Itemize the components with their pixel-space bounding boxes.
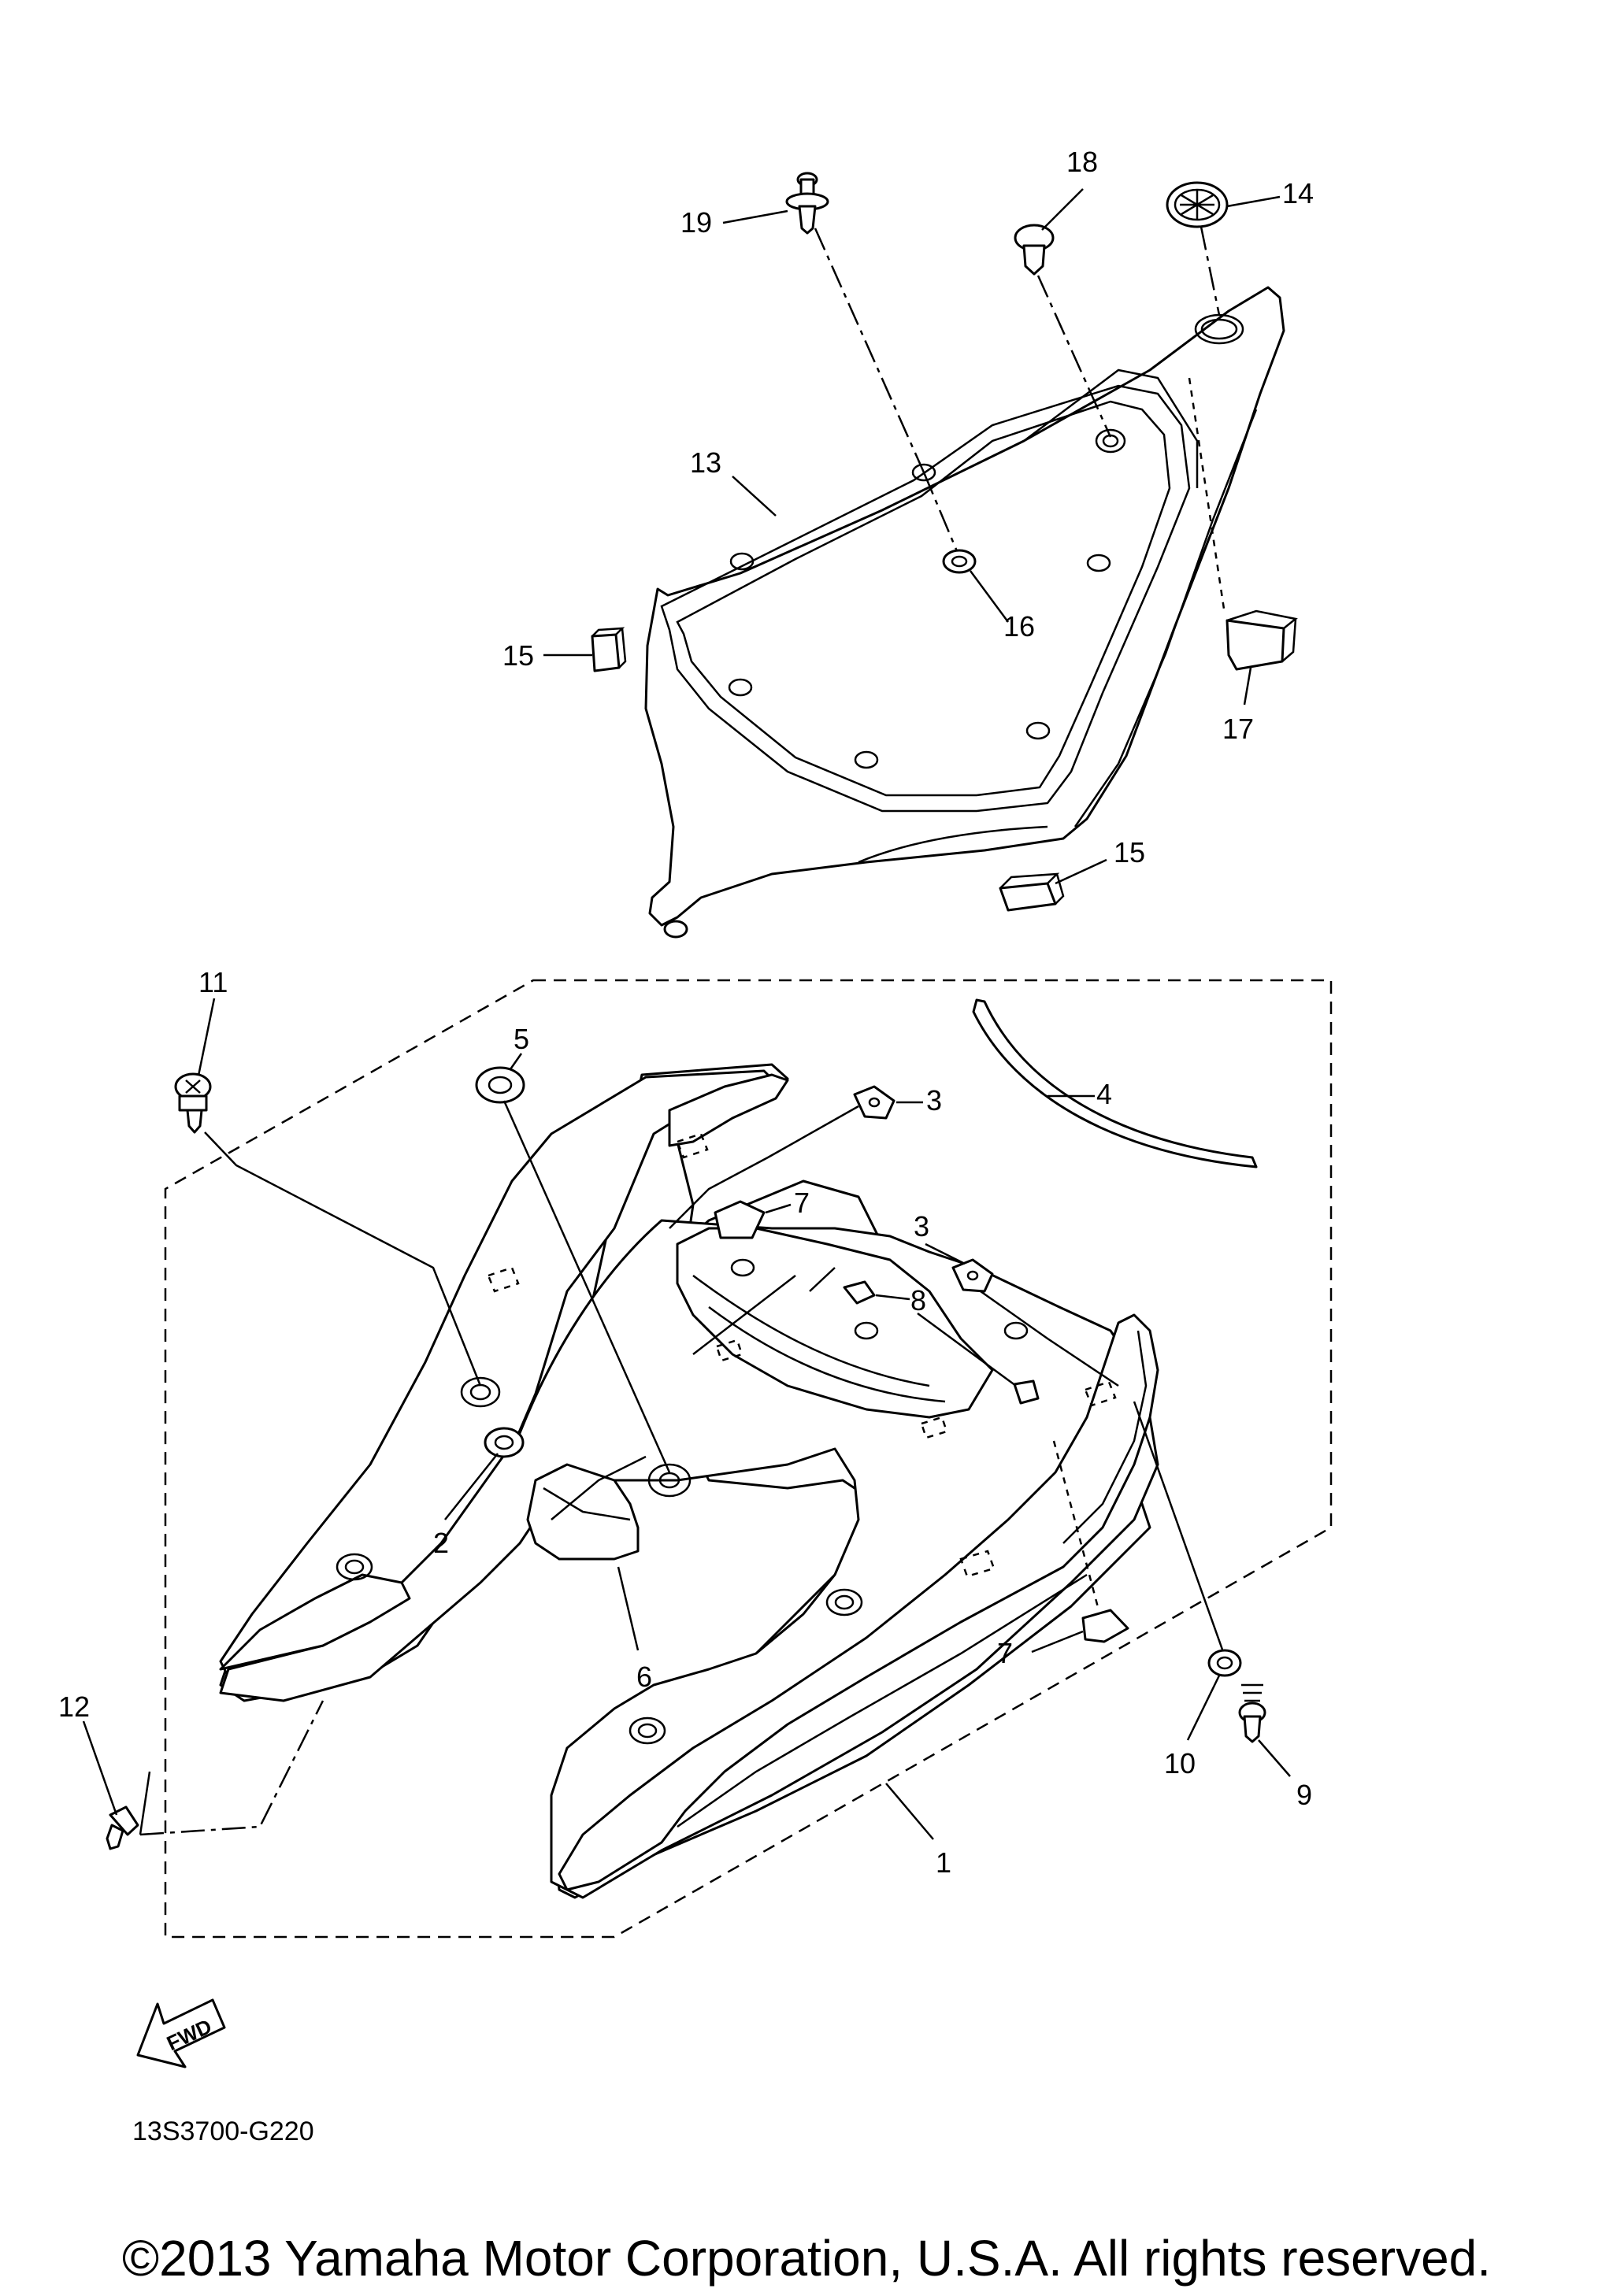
lower-leaders [82, 998, 1291, 1840]
grommet-icon-16 [942, 549, 977, 574]
damper-icon-8-a [843, 1280, 876, 1305]
callout-7-top: 7 [794, 1187, 810, 1219]
callout-3-top: 3 [926, 1084, 942, 1117]
assembly-boundary [164, 979, 1333, 1939]
grommet-icon-10 [1207, 1649, 1242, 1677]
callout-2: 2 [433, 1527, 449, 1559]
emblem-icon-14 [1166, 181, 1229, 228]
callout-13: 13 [690, 446, 721, 479]
clip-icon-3-mid [951, 1258, 994, 1293]
callout-18: 18 [1066, 146, 1098, 178]
damper-icon-7-top [714, 1200, 766, 1239]
rivet-icon-12 [106, 1805, 139, 1850]
fwd-arrow-icon: FWD [136, 1998, 226, 2068]
damper-icon-15-right [999, 872, 1065, 912]
molding-icon-6 [526, 1463, 640, 1561]
callout-10: 10 [1164, 1747, 1196, 1779]
callout-7-bottom: 7 [997, 1637, 1013, 1669]
diagram-code: 13S3700-G220 [132, 2116, 314, 2146]
copyright-notice: ©2013 Yamaha Motor Corporation, U.S.A. A… [122, 2230, 1491, 2287]
callout-3-mid: 3 [914, 1210, 929, 1242]
callout-19: 19 [680, 206, 712, 239]
screw-icon-9 [1238, 1683, 1266, 1743]
side-cover-part-1 [219, 1063, 1159, 1899]
damper-icon-8-b [1013, 1379, 1040, 1405]
callout-14: 14 [1282, 177, 1314, 209]
callout-1: 1 [936, 1846, 951, 1879]
strip-icon-4 [972, 998, 1258, 1168]
callout-15-lower: 15 [1114, 836, 1145, 868]
upper-leaders [543, 188, 1281, 885]
clip-icon-3-top [853, 1085, 895, 1120]
callout-labels: 19 18 14 13 16 15 17 15 11 5 3 4 7 3 8 2… [58, 146, 1314, 1879]
callout-16: 16 [1003, 610, 1035, 643]
screw-icon-11 [174, 1072, 212, 1134]
grommet-icon-5 [475, 1066, 525, 1104]
screw-icon-19 [785, 172, 829, 235]
grommet-icon-2 [484, 1427, 525, 1458]
callout-15-upper: 15 [502, 639, 534, 672]
callout-11: 11 [198, 966, 228, 998]
callout-5: 5 [514, 1023, 529, 1055]
damper-icon-7-bottom [1081, 1609, 1129, 1643]
callout-9: 9 [1296, 1779, 1312, 1811]
callout-17: 17 [1222, 713, 1254, 745]
callout-8: 8 [910, 1284, 926, 1316]
callout-12: 12 [58, 1691, 90, 1723]
damper-icon-15-left [591, 627, 627, 672]
bolt-icon-18 [1014, 224, 1055, 276]
callout-6: 6 [636, 1661, 652, 1693]
damper-icon-17 [1226, 609, 1298, 671]
seat-cowl-part-13 [644, 286, 1285, 939]
callout-4: 4 [1096, 1078, 1112, 1110]
